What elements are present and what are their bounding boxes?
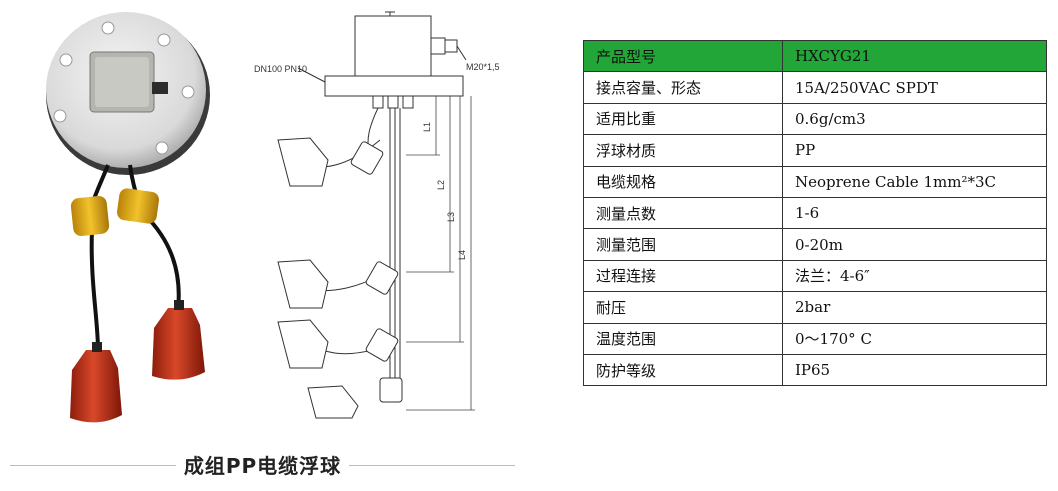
spec-value: 15A/250VAC SPDT <box>782 71 1047 104</box>
table-row: 过程连接 法兰：4-6″ <box>583 259 1047 293</box>
dim-l4-label: L4 <box>457 250 467 260</box>
table-row: 浮球材质 PP <box>583 134 1047 167</box>
spec-value: Neoprene Cable 1mm²*3C <box>782 165 1047 198</box>
table-row: 适用比重 0.6g/cm3 <box>583 102 1047 136</box>
table-row: 测量范围 0-20m <box>583 228 1047 261</box>
table-row: 耐压 2bar <box>583 291 1047 324</box>
spec-key: 电缆规格 <box>583 165 783 198</box>
caption: 成组PP电缆浮球 <box>10 448 515 478</box>
product-photo <box>46 12 210 423</box>
caption-text: 成组PP电缆浮球 <box>175 454 350 478</box>
spec-key: 产品型号 <box>583 39 783 73</box>
spec-value: 1-6 <box>782 196 1047 230</box>
spec-key: 过程连接 <box>583 259 783 293</box>
spec-value: 法兰：4-6″ <box>782 259 1047 293</box>
spec-key: 防护等级 <box>583 353 783 387</box>
product-illustration-area: DN100 PN10 M20*1,5 L1 L2 L3 L4 成组PP电缆浮球 <box>10 11 515 478</box>
spec-key: 浮球材质 <box>583 134 783 167</box>
table-row: 测量点数 1-6 <box>583 196 1047 230</box>
spec-key: 适用比重 <box>583 102 783 136</box>
spec-key: 温度范围 <box>583 322 783 355</box>
table-row: 接点容量、形态 15A/250VAC SPDT <box>583 71 1047 104</box>
spec-table: 产品型号 HXCYG21 接点容量、形态 15A/250VAC SPDT 适用比… <box>583 39 1047 387</box>
spec-value: 0-20m <box>782 228 1047 261</box>
thread-label: M20*1,5 <box>466 62 500 72</box>
spec-key: 耐压 <box>583 291 783 324</box>
table-row: 温度范围 0～170° C <box>583 322 1047 355</box>
spec-value: 0～170° C <box>782 322 1047 355</box>
spec-value: HXCYG21 <box>782 39 1047 73</box>
flange-label: DN100 PN10 <box>254 64 307 74</box>
spec-key: 测量范围 <box>583 228 783 261</box>
spec-key: 接点容量、形态 <box>583 71 783 104</box>
spec-value: PP <box>782 134 1047 167</box>
dim-l3-label: L3 <box>446 212 456 222</box>
spec-key: 测量点数 <box>583 196 783 230</box>
dim-l1-label: L1 <box>422 122 432 132</box>
spec-value: 0.6g/cm3 <box>782 102 1047 136</box>
technical-drawing: DN100 PN10 M20*1,5 L1 L2 L3 L4 <box>254 11 500 419</box>
table-row: 防护等级 IP65 <box>583 353 1047 387</box>
spec-value: 2bar <box>782 291 1047 324</box>
dim-l2-label: L2 <box>436 180 446 190</box>
table-row: 电缆规格 Neoprene Cable 1mm²*3C <box>583 165 1047 198</box>
spec-value: IP65 <box>782 353 1047 387</box>
table-row: 产品型号 HXCYG21 <box>583 39 1047 73</box>
